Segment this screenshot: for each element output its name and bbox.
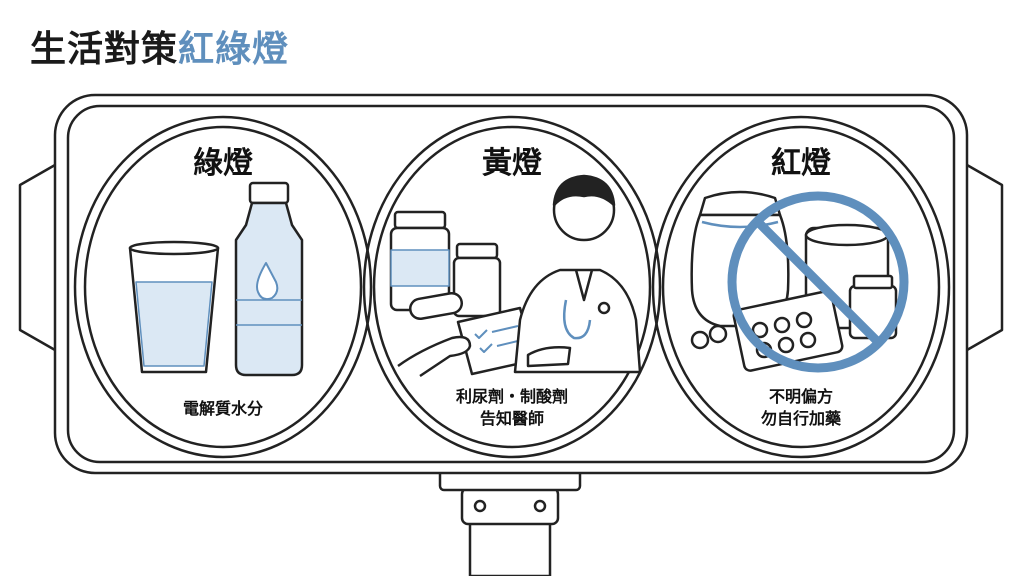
yellow-light-caption-line2: 告知醫師	[479, 409, 544, 428]
doctor-icon	[513, 174, 642, 374]
green-light-heading: 綠燈	[193, 146, 253, 181]
bracket-bolt-right	[533, 499, 547, 513]
lens-red-inner	[661, 125, 941, 449]
title-main: 生活對策	[30, 29, 179, 70]
lens-green-inner	[83, 125, 363, 449]
bracket-bolt-left	[473, 499, 487, 513]
yellow-light-caption-line1: 利尿劑・制酸劑	[455, 387, 568, 406]
title-accent: 紅綠燈	[178, 29, 290, 70]
green-light-caption: 電解質水分	[182, 399, 263, 418]
red-light-caption-line2: 勿自行加藥	[760, 409, 841, 428]
side-wing-left	[18, 163, 57, 352]
pole-bracket	[460, 486, 560, 526]
red-light-heading: 紅燈	[771, 146, 831, 181]
water-glass-icon	[128, 240, 220, 374]
capsule-icon	[408, 291, 464, 321]
red-light-caption-line1: 不明偏方	[768, 387, 833, 406]
lens-red-outer	[651, 115, 951, 459]
water-bottle-icon	[234, 181, 304, 377]
page-title: 生活對策紅綠燈	[30, 20, 289, 72]
yellow-light-heading: 黃燈	[482, 146, 542, 181]
prohibited-icon	[727, 191, 909, 373]
lens-yellow-inner	[372, 125, 652, 449]
medicine-bottle-icon	[389, 210, 502, 318]
lens-green-outer	[73, 115, 373, 459]
lens-yellow-outer	[362, 115, 662, 459]
traffic-light-inner-frame	[66, 104, 956, 464]
side-wing-right	[965, 163, 1004, 352]
